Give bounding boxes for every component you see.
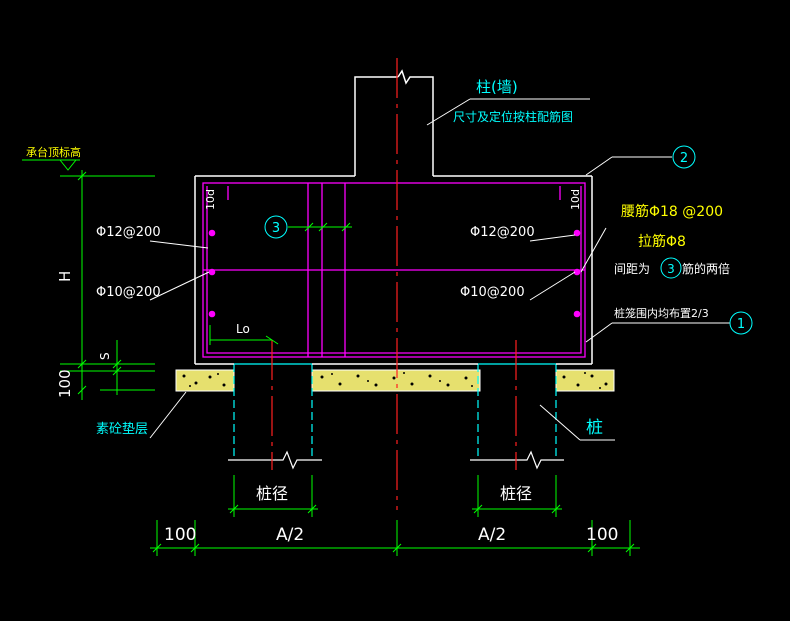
spacing-note-suffix: 筋的两倍 (682, 261, 730, 276)
mid-bar-left-label: Φ10@200 (96, 285, 161, 300)
dim-a2-left-label: A/2 (276, 525, 304, 545)
pile-label: 桩 (586, 418, 603, 438)
callout-3-note-circle (660, 257, 682, 279)
rebar-dots (208, 229, 581, 318)
anchor-lo-label: Lo (236, 322, 250, 336)
column-note: 尺寸及定位按柱配筋图 (453, 109, 573, 124)
callout-3-circle (264, 215, 288, 239)
pile-diameter-right-label: 桩径 (500, 484, 532, 503)
callout-circles (264, 145, 753, 335)
bedding-texture (182, 372, 608, 389)
pile-break-right (470, 450, 564, 470)
waist-bar-label: 腰筋Φ18 @200 (621, 203, 723, 220)
dimension-lines (22, 159, 640, 556)
bedding-layer-label: 素砼垫层 (96, 421, 148, 437)
drawing-text: 柱(墙) 尺寸及定位按柱配筋图 承台顶标高 H S 100 Φ12@200 Φ1… (26, 78, 745, 545)
pile-break-lines (228, 450, 564, 470)
top-bar-left-label: Φ12@200 (96, 225, 161, 240)
pile-cage-note: 桩笼围内均布置2/3 (614, 306, 709, 320)
spacing-note-prefix: 间距为 (614, 262, 650, 276)
dim-100-left-label: 100 (56, 369, 74, 398)
pile-left (233, 363, 313, 458)
hook-right-label: 10d (569, 189, 582, 210)
column-left-outline (354, 76, 398, 176)
cap-and-column-outline (194, 69, 593, 365)
cap-top-elevation-label: 承台顶标高 (26, 145, 81, 159)
dim-a2-right-label: A/2 (478, 525, 506, 545)
callout-3-number: 3 (272, 221, 280, 236)
bedding-block-left (175, 369, 235, 392)
leader-lines (149, 98, 730, 441)
hook-left-label: 10d (204, 189, 217, 210)
dim-h-label: H (56, 271, 74, 282)
callout-3-note-number: 3 (667, 262, 675, 276)
callout-1-circle (729, 311, 753, 335)
tie-bar-label: 拉筋Φ8 (638, 233, 686, 250)
top-bar-right-label: Φ12@200 (470, 225, 535, 240)
dim-s-label: S (98, 352, 112, 360)
bedding-layer-blocks (175, 369, 615, 392)
pile-break-left (228, 450, 322, 470)
pile-right (477, 363, 557, 458)
center-lines (271, 58, 517, 510)
column-right-outline (397, 69, 434, 176)
callout-2-circle (672, 145, 696, 169)
column-title: 柱(墙) (476, 78, 518, 96)
bedding-block-center (311, 369, 481, 392)
mid-bar-right-label: Φ10@200 (460, 285, 525, 300)
rebar-cage (202, 182, 586, 358)
dim-100-bottom-right-label: 100 (586, 525, 618, 545)
pile-diameter-left-label: 桩径 (256, 484, 288, 503)
callout-1-number: 1 (737, 317, 745, 332)
callout-2-number: 2 (680, 151, 688, 166)
dim-100-bottom-left-label: 100 (164, 525, 196, 545)
